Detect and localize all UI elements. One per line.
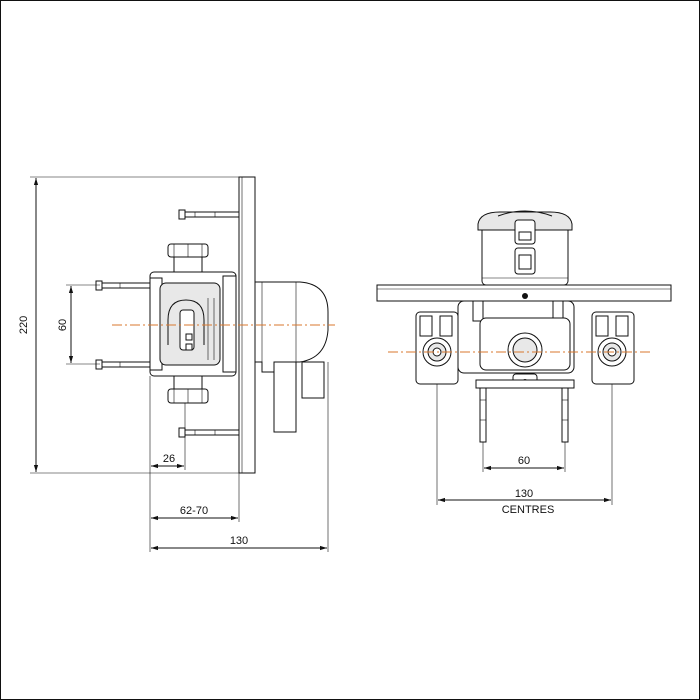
centres-label: CENTRES [502, 504, 555, 516]
dim-26-label: 26 [163, 453, 175, 465]
right-inlet-fitting [591, 311, 635, 385]
front-fixing-screws [475, 379, 575, 443]
valve-body-front [457, 293, 575, 387]
dimension-130-side: 130 [151, 535, 327, 551]
dimension-26: 26 [151, 453, 184, 469]
left-inlet-fitting [415, 311, 459, 385]
dimension-60-front: 60 [484, 455, 564, 471]
control-lever-side [254, 281, 329, 433]
dimension-130-centres: 130 CENTRES [438, 488, 611, 516]
lower-fixing-screw [178, 427, 240, 438]
dimension-62-70: 62-70 [151, 505, 238, 521]
dim-60-side-label: 60 [57, 319, 69, 331]
control-lever-front [477, 210, 573, 286]
valve-body-side [149, 271, 237, 377]
dimension-220: 220 [18, 176, 239, 474]
dim-220-label: 220 [18, 316, 30, 334]
front-view: 60 130 CENTRES [376, 210, 672, 516]
dim-62-70-label: 62-70 [180, 505, 208, 517]
dim-130-front-label: 130 [515, 488, 533, 500]
dimension-60-side: 60 [57, 284, 100, 365]
dim-60-front-label: 60 [518, 455, 530, 467]
top-union-fitting [167, 243, 209, 273]
dim-130-side-label: 130 [230, 535, 248, 547]
bottom-union-fitting [167, 375, 209, 404]
upper-fixing-screw [178, 209, 240, 220]
side-view: 220 60 26 62-70 130 [18, 176, 335, 552]
